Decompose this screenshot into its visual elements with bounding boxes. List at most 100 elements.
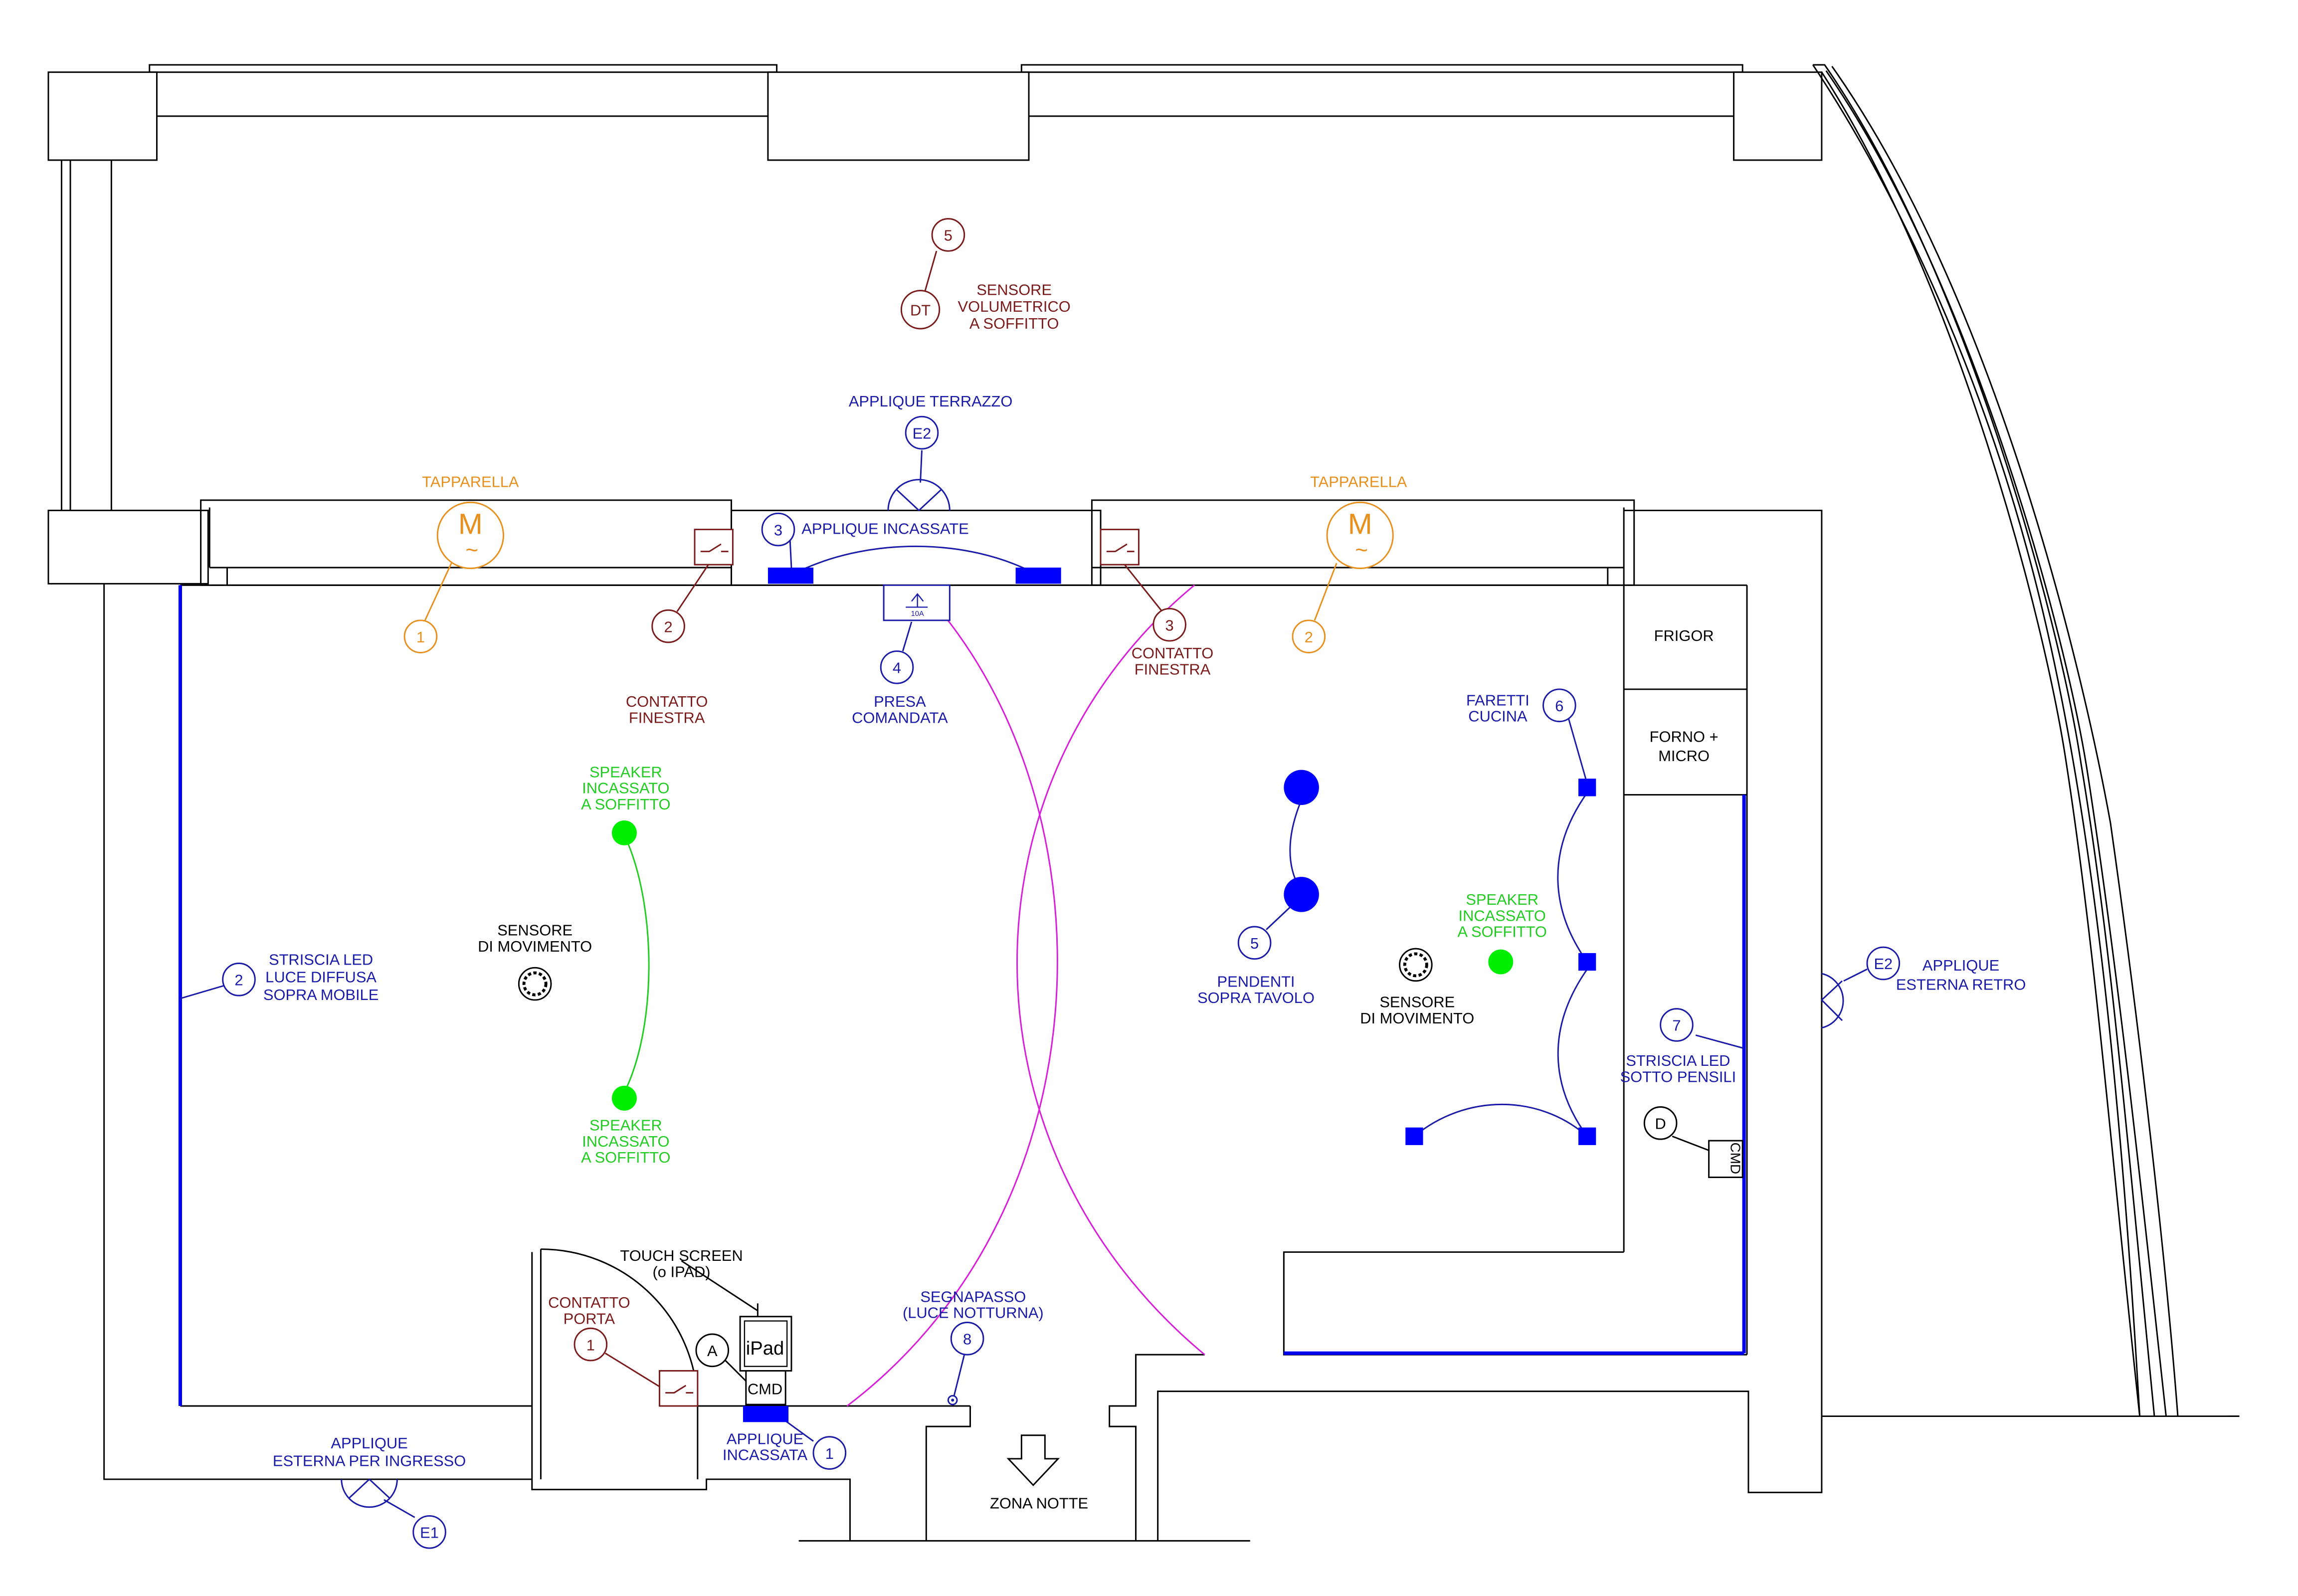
tag-d: D <box>1643 1106 1678 1140</box>
kitchen-spot <box>1578 953 1596 971</box>
applique-back-icon <box>1821 973 1844 1029</box>
svg-text:E1: E1 <box>420 1524 439 1541</box>
shutter-left-label: TAPPARELLA <box>422 473 519 490</box>
window-contact-left-icon <box>694 529 734 566</box>
night-zone-arrow-icon <box>1006 1434 1060 1486</box>
svg-text:1: 1 <box>586 1336 595 1354</box>
speaker-icon <box>1488 949 1514 975</box>
tag-e1: E1 <box>412 1515 446 1549</box>
pendant-light <box>1284 770 1319 805</box>
recessed-light-entry <box>743 1406 789 1422</box>
speaker-icon <box>611 1085 637 1111</box>
svg-text:6: 6 <box>1555 697 1563 715</box>
applique-recessed-label: APPLIQUE INCASSATE <box>801 520 968 537</box>
speaker-icon <box>611 820 637 845</box>
pendant-light <box>1284 877 1319 912</box>
svg-text:1: 1 <box>416 628 425 646</box>
svg-text:4: 4 <box>893 659 901 677</box>
tag-led-2: 2 <box>222 963 256 997</box>
fridge-label: FRIGOR <box>1654 627 1714 644</box>
oven-label: FORNO +MICRO <box>1650 728 1719 765</box>
tag-light-5: 5 <box>1237 926 1272 960</box>
svg-text:8: 8 <box>963 1331 971 1348</box>
svg-text:2: 2 <box>1305 628 1313 646</box>
touch-screen-label: TOUCH SCREEN(o IPAD) <box>620 1247 743 1280</box>
motion-sensor-icon <box>1399 948 1433 982</box>
svg-text:~: ~ <box>465 538 478 562</box>
speakers <box>611 820 1514 1111</box>
kitchen-spot <box>1578 1127 1596 1145</box>
svg-text:2: 2 <box>664 618 673 635</box>
motion-sensor-icon <box>518 967 552 1001</box>
svg-text:CMD: CMD <box>1728 1143 1743 1175</box>
cmd-entry-box: CMD <box>745 1370 786 1405</box>
tag-contact-1: 1 <box>574 1327 608 1362</box>
tag-e2-top: E2 <box>905 415 939 450</box>
tag-socket-4: 4 <box>880 650 914 684</box>
walls <box>47 64 2240 1542</box>
tag-contact-2: 2 <box>651 609 685 643</box>
window-contact-right-icon <box>1100 529 1140 566</box>
door-contact-icon <box>658 1370 699 1407</box>
svg-text:iPad: iPad <box>746 1338 784 1359</box>
svg-text:DT: DT <box>910 302 931 319</box>
svg-text:D: D <box>1655 1115 1666 1133</box>
svg-text:~: ~ <box>1355 538 1368 562</box>
applique-entry-icon <box>341 1478 398 1508</box>
tag-a: A <box>695 1333 730 1368</box>
kitchen-spot <box>1405 1127 1423 1145</box>
tag-shutter-1: 1 <box>403 619 438 653</box>
tag-contact-3: 3 <box>1152 607 1186 642</box>
svg-text:5: 5 <box>944 227 953 244</box>
night-zone-label: ZONA NOTTE <box>990 1495 1088 1512</box>
controlled-socket-icon: 10A <box>883 584 951 621</box>
svg-text:10A: 10A <box>911 610 924 618</box>
shutter-motor-left-icon: M ~ <box>436 501 504 569</box>
svg-text:CMD: CMD <box>748 1380 782 1397</box>
tag-sensor-5: 5 <box>931 218 965 252</box>
svg-text:A: A <box>707 1342 718 1360</box>
led-strips <box>178 585 1746 1406</box>
svg-text:5: 5 <box>1250 935 1259 952</box>
svg-text:7: 7 <box>1672 1017 1681 1034</box>
kitchen-spot <box>1578 779 1596 797</box>
tag-shutter-2: 2 <box>1292 619 1326 653</box>
svg-text:1: 1 <box>825 1445 834 1462</box>
tag-light-3: 3 <box>761 512 795 547</box>
step-light-label: SEGNAPASSO(LUCE NOTTURNA) <box>903 1288 1044 1321</box>
light-fixtures <box>743 568 1596 1422</box>
svg-text:2: 2 <box>234 972 243 989</box>
recessed-light-left <box>767 568 814 584</box>
tag-light-8: 8 <box>950 1322 984 1356</box>
tag-led-7: 7 <box>1660 1008 1694 1042</box>
svg-text:M: M <box>458 508 483 540</box>
svg-text:3: 3 <box>1165 616 1174 634</box>
motion-sensor-range <box>846 585 1205 1407</box>
shutter-right-label: TAPPARELLA <box>1310 473 1407 490</box>
step-light-icon <box>947 1395 958 1405</box>
shutter-motor-right-icon: M ~ <box>1326 501 1394 569</box>
applique-terrace-icon <box>887 479 951 511</box>
ipad-touchscreen-icon: iPad <box>739 1316 792 1372</box>
applique-terrace-label: APPLIQUE TERRAZZO <box>849 393 1013 410</box>
svg-text:M: M <box>1348 508 1372 540</box>
svg-text:3: 3 <box>774 521 782 539</box>
tag-e2-right: E2 <box>1866 946 1901 981</box>
